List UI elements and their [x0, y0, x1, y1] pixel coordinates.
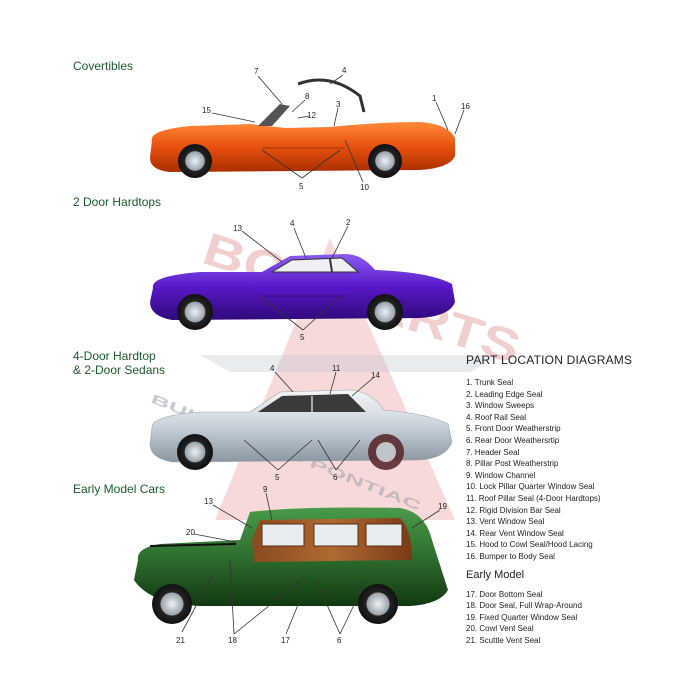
early-rear-wheel [358, 584, 398, 624]
car-4door-hardtop [150, 390, 452, 470]
legend-list: 1. Trunk Seal 2. Leading Edge Seal 3. Wi… [466, 377, 632, 563]
legend-item: 14. Rear Vent Window Seal [466, 528, 632, 540]
callout-12: 12 [307, 111, 316, 120]
legend-item: 2. Leading Edge Seal [466, 389, 632, 401]
legend-item: 18. Door Seal, Full Wrap-Around [466, 600, 632, 612]
legend-item: 19. Fixed Quarter Window Seal [466, 612, 632, 624]
legend-early-list: 17. Door Bottom Seal 18. Door Seal, Full… [466, 589, 632, 647]
legend-item: 21. Scuttle Vent Seal [466, 635, 632, 647]
callout-9: 9 [263, 485, 268, 494]
callout-20: 20 [186, 528, 195, 537]
callout-3: 3 [336, 100, 341, 109]
callout-21: 21 [176, 636, 185, 645]
car-convertible [150, 80, 455, 178]
legend-item: 17. Door Bottom Seal [466, 589, 632, 601]
hardtop2-front-wheel [177, 294, 213, 330]
callout-2: 2 [346, 218, 351, 227]
legend-item: 13. Vent Window Seal [466, 516, 632, 528]
legend-item: 20. Cowl Vent Seal [466, 623, 632, 635]
hardtop4-front-wheel [177, 434, 213, 470]
callout-6: 6 [333, 473, 338, 482]
legend-item: 3. Window Sweeps [466, 400, 632, 412]
legend-early-title: Early Model [466, 569, 632, 581]
legend-title: PART LOCATION DIAGRAMS [466, 353, 632, 367]
legend-panel: PART LOCATION DIAGRAMS 1. Trunk Seal 2. … [466, 353, 632, 646]
callout-5: 5 [300, 333, 305, 342]
callout-14: 14 [371, 371, 380, 380]
legend-item: 11. Roof Pillar Seal (4-Door Hardtops) [466, 493, 632, 505]
callout-16: 16 [461, 102, 470, 111]
legend-item: 12. Rigid Division Bar Seal [466, 505, 632, 517]
convertible-front-wheel [178, 144, 212, 178]
callout-5: 5 [299, 182, 304, 191]
legend-item: 16. Bumper to Body Seal [466, 551, 632, 563]
legend-item: 5. Front Door Weatherstrip [466, 423, 632, 435]
legend-item: 7. Header Seal [466, 447, 632, 459]
legend-item: 9. Window Channel [466, 470, 632, 482]
callout-13: 13 [233, 224, 242, 233]
callout-4: 4 [342, 66, 347, 75]
callout-17: 17 [281, 636, 290, 645]
callout-1: 1 [432, 94, 437, 103]
car-early-model [134, 508, 448, 625]
legend-item: 10. Lock Pillar Quarter Window Seal [466, 481, 632, 493]
callout-8: 8 [305, 92, 310, 101]
convertible-rear-wheel [368, 144, 402, 178]
legend-item: 4. Roof Rail Seal [466, 412, 632, 424]
callout-5: 5 [275, 473, 280, 482]
convertible-windshield [258, 104, 290, 126]
callout-18: 18 [228, 636, 237, 645]
callout-10: 10 [360, 183, 369, 192]
legend-item: 1. Trunk Seal [466, 377, 632, 389]
watermark-wing-icon [200, 355, 500, 372]
callout-11: 11 [332, 364, 341, 373]
early-front-wheel [152, 584, 192, 624]
legend-item: 15. Hood to Cowl Seal/Hood Lacing [466, 539, 632, 551]
legend-item: 8. Pillar Post Weatherstrip [466, 458, 632, 470]
callout-19: 19 [438, 502, 447, 511]
callout-4: 4 [270, 364, 275, 373]
legend-item: 6. Rear Door Weathersrtip [466, 435, 632, 447]
hardtop2-rear-wheel [367, 294, 403, 330]
callout-13: 13 [204, 497, 213, 506]
callout-7: 7 [254, 67, 259, 76]
callout-6: 6 [337, 636, 342, 645]
callout-4: 4 [290, 219, 295, 228]
callout-15: 15 [202, 106, 211, 115]
